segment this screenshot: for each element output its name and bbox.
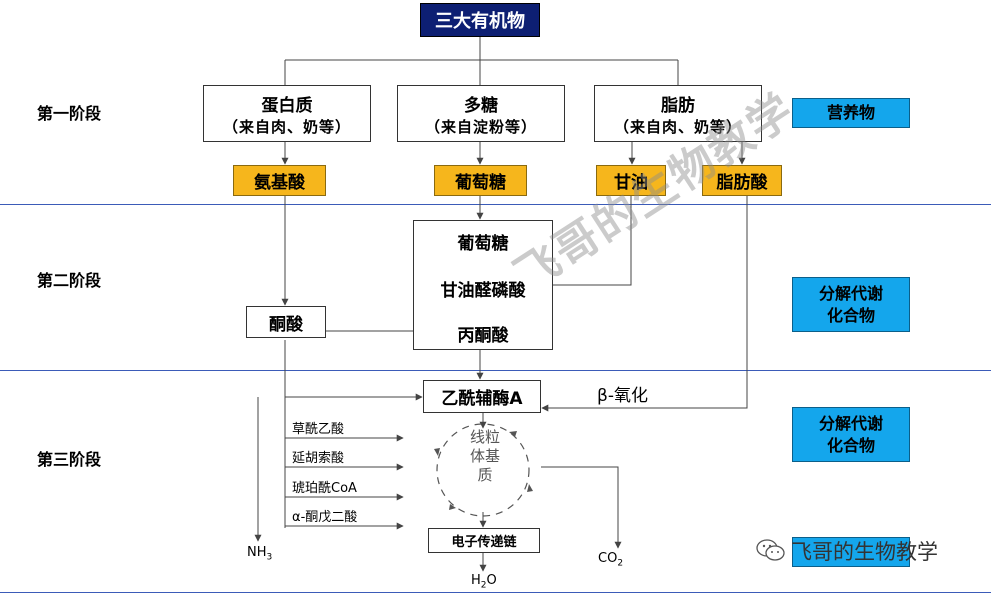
keto-acid-box: 酮酸 (246, 306, 326, 338)
nutrient-name: 多糖 (464, 95, 498, 116)
monomer-amino-acid: 氨基酸 (233, 165, 326, 196)
nutrient-name: 脂肪 (661, 95, 695, 116)
monomer-glycerol: 甘油 (596, 165, 666, 196)
glycolysis-glucose: 葡萄糖 (457, 234, 509, 254)
h2o-product: H2O (471, 573, 497, 591)
stage-divider-1 (0, 204, 991, 205)
nutrient-polysaccharide: 多糖 （来自淀粉等） (397, 85, 565, 142)
h2o-subscript: 2 (480, 580, 487, 591)
co2-subscript: 2 (617, 558, 624, 569)
tca-fumarate: 延胡索酸 (292, 451, 345, 466)
glycolysis-g3p: 甘油醛磷酸 (440, 281, 526, 301)
tca-alpha-ketoglutarate: α-酮戊二酸 (292, 510, 358, 525)
wechat-icon (756, 539, 785, 561)
nutrient-protein: 蛋白质 （来自肉、奶等） (203, 85, 371, 142)
nutrient-name: 蛋白质 (261, 95, 313, 116)
nutrient-source: （来自淀粉等） (424, 117, 537, 136)
stage-divider-2 (0, 370, 991, 371)
page-title: 三大有机物 (420, 3, 540, 37)
acetyl-coa-box: 乙酰辅酶A (423, 380, 541, 413)
stage-1-label: 第一阶段 (37, 104, 102, 123)
tca-oxaloacetate: 草酰乙酸 (292, 422, 345, 437)
nutrient-fat: 脂肪 （来自肉、奶等） (594, 85, 762, 142)
stage-divider-3 (0, 592, 991, 593)
stage-2-category: 分解代谢 化合物 (792, 277, 910, 332)
nh3-subscript: 3 (266, 552, 273, 563)
tca-succinyl-coa: 琥珀酰CoA (292, 481, 357, 496)
nh3-text: NH (247, 545, 267, 560)
glycolysis-box (413, 220, 553, 350)
co2-text: CO (598, 551, 618, 566)
h2o-tail: O (486, 573, 497, 588)
stage-2-label: 第二阶段 (37, 271, 102, 290)
stage-1-category: 营养物 (792, 98, 910, 128)
stage-3-label: 第三阶段 (37, 450, 102, 469)
electron-transport-chain-box: 电子传递链 (428, 528, 540, 553)
mitochondrial-matrix-label: 线粒体基质 (470, 428, 501, 484)
nutrient-source: （来自肉、奶等） (222, 117, 351, 136)
brand-label: 飞哥的生物教学 (791, 540, 938, 564)
nutrient-source: （来自肉、奶等） (613, 117, 742, 136)
beta-oxidation-label: β-氧化 (597, 386, 648, 406)
nh3-product: NH3 (247, 545, 272, 563)
glycolysis-pyruvate: 丙酮酸 (457, 326, 509, 346)
monomer-fatty-acid: 脂肪酸 (702, 165, 782, 196)
monomer-glucose: 葡萄糖 (434, 165, 527, 196)
co2-product: CO2 (598, 551, 623, 569)
stage-3-category: 分解代谢 化合物 (792, 407, 910, 462)
stage-3-extra-box (792, 537, 910, 567)
h2o-text: H (471, 573, 481, 588)
